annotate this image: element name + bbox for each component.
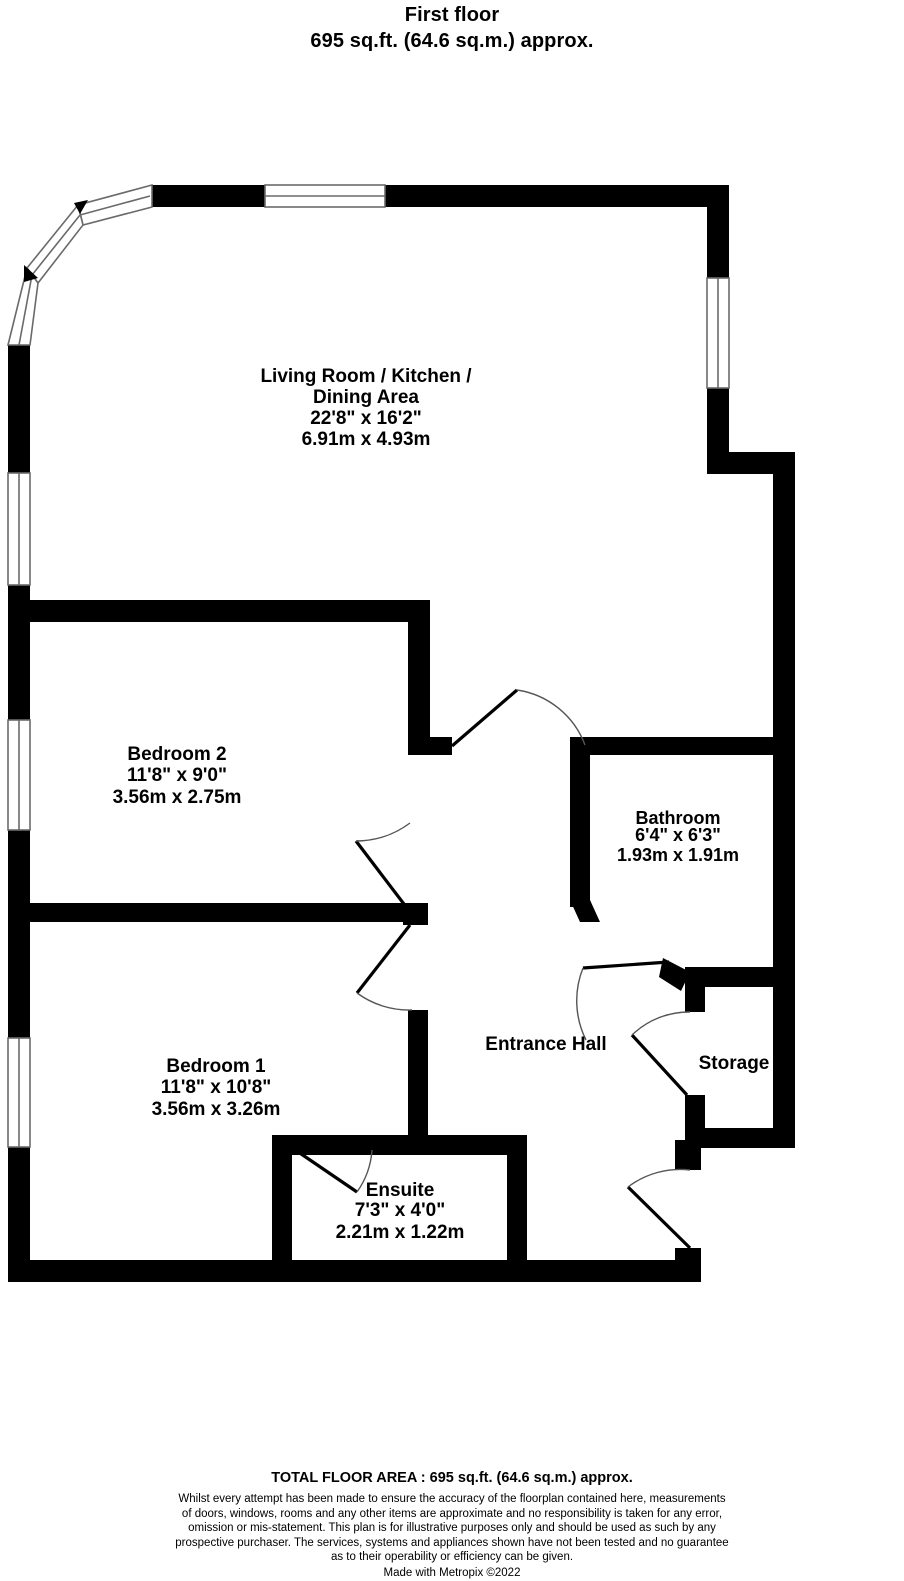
storage-label: Storage (699, 1053, 770, 1074)
wall-left-seg-3 (8, 830, 30, 1038)
wall-ensuite-top (272, 1135, 527, 1155)
door-bedroom2-to-hall (354, 822, 412, 913)
bedroom2-label: Bedroom 2 (127, 744, 226, 765)
bathroom-label: Bathroom (636, 808, 721, 828)
room-label-bedroom-2: Bedroom 2 11'8" x 9'0" 3.56m x 2.75m (113, 744, 242, 808)
wall-bedroom2-east (408, 600, 430, 748)
bay-window-mullion-upper (79, 195, 151, 216)
bay-corner-mark-2 (24, 265, 38, 282)
room-label-storage: Storage (699, 1053, 770, 1074)
entrance-hall-label: Entrance Hall (485, 1034, 606, 1055)
wall-top-right (385, 185, 729, 207)
bay-window-angled (6, 183, 153, 346)
window-left-wall-bedroom2 (7, 719, 31, 831)
total-floor-area: TOTAL FLOOR AREA : 695 sq.ft. (64.6 sq.m… (271, 1470, 633, 1486)
door-storage (630, 1011, 691, 1097)
doors (287, 688, 692, 1250)
bathroom-dimensions-metric: 1.93m x 1.91m (617, 845, 739, 865)
living-dimensions-imperial: 22'8" x 16'2" (310, 408, 422, 429)
bay-window-mullion-middle (31, 214, 81, 276)
wall-left-seg-1 (8, 345, 30, 473)
bedroom1-dimensions-metric: 3.56m x 3.26m (152, 1099, 281, 1120)
bay-window-pane-lower (6, 266, 39, 346)
wall-right-upper (707, 185, 729, 278)
ensuite-dimensions-metric: 2.21m x 1.22m (336, 1222, 465, 1243)
window-top-wall (264, 184, 386, 208)
window-left-wall-bedroom1 (7, 1037, 31, 1148)
wall-bathroom-door-jamb (570, 900, 600, 922)
windows (7, 184, 730, 1148)
wall-storage-top (685, 967, 795, 987)
window-left-wall-living (7, 472, 31, 586)
bedroom1-dimensions-imperial: 11'8" x 10'8" (161, 1077, 272, 1098)
bedroom2-dimensions-imperial: 11'8" x 9'0" (127, 765, 227, 786)
wall-living-bedroom2-divider (8, 600, 420, 622)
door-bathroom (576, 960, 670, 1041)
door-living-to-hall (450, 688, 586, 748)
page-header: First floor 695 sq.ft. (64.6 sq.m.) appr… (0, 0, 904, 54)
disclaimer: Whilst every attempt has been made to en… (142, 1492, 762, 1565)
wall-ensuite-east (507, 1135, 527, 1263)
disclaimer-line-4: prospective purchaser. The services, sys… (175, 1536, 729, 1549)
disclaimer-line-1: Whilst every attempt has been made to en… (178, 1493, 726, 1505)
bay-window-corner-marks (24, 200, 88, 282)
page-area-subtitle: 695 sq.ft. (64.6 sq.m.) approx. (310, 30, 594, 52)
wall-bathroom-west (570, 737, 590, 907)
wall-right-middle (707, 388, 729, 472)
room-label-bedroom-1: Bedroom 1 11'8" x 10'8" 3.56m x 3.26m (152, 1056, 281, 1120)
wall-bottom-left (8, 1260, 700, 1282)
wall-left-seg-4 (8, 1147, 30, 1282)
wall-entrance-door-jamb-bottom (675, 1248, 701, 1282)
wall-entrance-door-jamb-top (675, 1140, 701, 1170)
wall-top-left (152, 185, 265, 207)
ensuite-label: Ensuite (366, 1180, 435, 1201)
door-entrance (626, 1168, 692, 1250)
room-label-entrance-hall: Entrance Hall (485, 1034, 606, 1055)
wall-storage-west-upper (685, 967, 705, 1012)
wall-hall-top-right (585, 737, 795, 755)
room-labels: Living Room / Kitchen / Dining Area 22'8… (113, 366, 770, 1243)
room-label-living-kitchen-dining: Living Room / Kitchen / Dining Area 22'8… (260, 366, 472, 450)
living-dimensions-metric: 6.91m x 4.93m (302, 429, 431, 450)
disclaimer-line-5: as to their operability or efficiency ca… (330, 1551, 574, 1563)
door-bedroom1-to-hall (355, 924, 413, 1011)
bedroom1-label: Bedroom 1 (166, 1056, 266, 1077)
walls (8, 185, 795, 1282)
bay-window-mullion-lower (18, 274, 33, 346)
wall-right-lower (773, 452, 795, 1148)
living-label-line1: Living Room / Kitchen / (260, 366, 472, 387)
page-title: First floor (404, 4, 500, 26)
wall-hall-top-stub-left (408, 737, 452, 755)
disclaimer-line-2: of doors, windows, rooms and any other i… (181, 1507, 723, 1520)
ensuite-dimensions-imperial: 7'3" x 4'0" (355, 1200, 445, 1221)
wall-bedroom1-east (408, 1010, 428, 1138)
wall-ensuite-west (272, 1135, 292, 1263)
bay-corner-mark-1 (74, 200, 88, 214)
living-label-line2: Dining Area (313, 387, 419, 408)
room-label-bathroom: Bathroom 6'4" x 6'3" 1.93m x 1.91m (617, 808, 739, 865)
bathroom-dimensions-imperial: 6'4" x 6'3" (635, 825, 721, 845)
window-right-wall (706, 277, 730, 389)
wall-storage-door-head (659, 958, 690, 991)
page-footer: TOTAL FLOOR AREA : 695 sq.ft. (64.6 sq.m… (0, 1468, 904, 1581)
wall-storage-bottom (685, 1128, 795, 1148)
bedroom2-dimensions-metric: 3.56m x 2.75m (113, 787, 242, 808)
door-ensuite (287, 1143, 373, 1194)
wall-bedroom1-bedroom2-divider (8, 903, 418, 922)
disclaimer-line-3: omission or mis-statement. This plan is … (188, 1522, 716, 1534)
room-label-ensuite: Ensuite 7'3" x 4'0" 2.21m x 1.22m (336, 1180, 465, 1243)
